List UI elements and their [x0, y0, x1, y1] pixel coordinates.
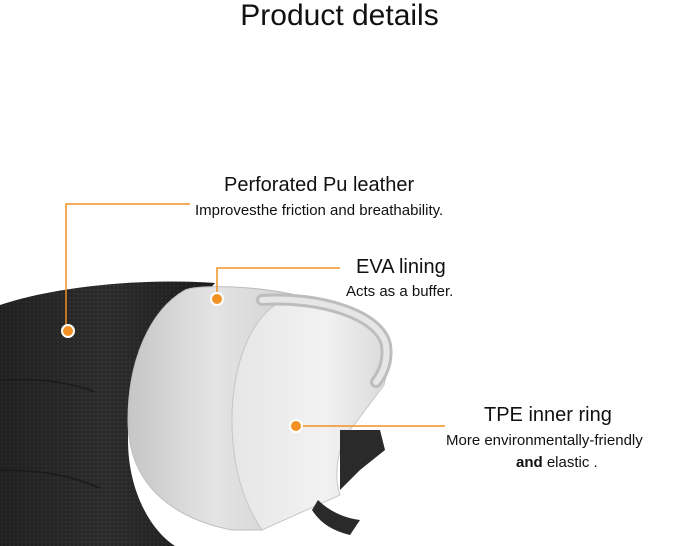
page-title: Product details: [240, 0, 439, 32]
callout-description-tpe-ring-line2: and elastic .: [516, 454, 598, 472]
callout-description-rest: elastic .: [542, 454, 598, 471]
callout-leader-pu-leather: [61, 203, 190, 338]
callout-description-pu-leather: Improvesthe friction and breathability.: [195, 202, 444, 219]
leather-layer: [0, 281, 215, 546]
callout-leader-tpe-ring: [289, 419, 445, 433]
callout-description-tpe-ring-line1: More environmentally-friendly: [446, 432, 643, 449]
callout-description-eva-lining: Acts as a buffer.: [346, 283, 454, 300]
callout-heading-pu-leather: Perforated Pu leather: [224, 174, 415, 196]
callout-heading-eva-lining: EVA lining: [356, 256, 446, 278]
callout-leader-eva-lining: [210, 267, 340, 306]
callout-description-bold-word: and: [516, 454, 543, 471]
tpe-inner-ring-layer: [231, 293, 393, 535]
callout-heading-tpe-ring: TPE inner ring: [484, 404, 612, 426]
